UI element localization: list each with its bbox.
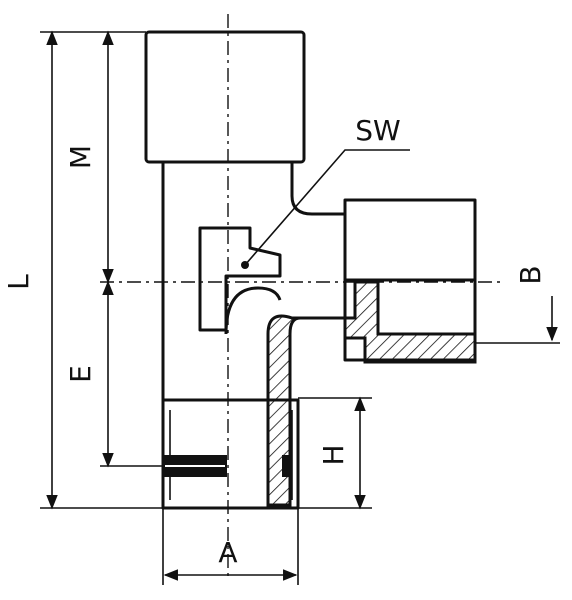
label-e: E bbox=[64, 365, 97, 383]
inner-bore-curve bbox=[224, 286, 282, 335]
threaded-shank bbox=[161, 398, 300, 510]
o-ring-right bbox=[282, 455, 292, 477]
label-h: H bbox=[317, 444, 350, 465]
label-a: A bbox=[218, 536, 237, 569]
wrench-flat bbox=[198, 226, 282, 332]
top-cap-body bbox=[144, 30, 306, 164]
sw-leader bbox=[244, 149, 410, 266]
label-l: L bbox=[2, 274, 35, 290]
main-body-outline bbox=[161, 162, 345, 400]
label-sw: SW bbox=[355, 114, 400, 147]
label-b: B bbox=[514, 265, 547, 284]
side-nut bbox=[343, 198, 477, 282]
label-m: M bbox=[64, 145, 97, 169]
hatched-section bbox=[266, 280, 477, 507]
